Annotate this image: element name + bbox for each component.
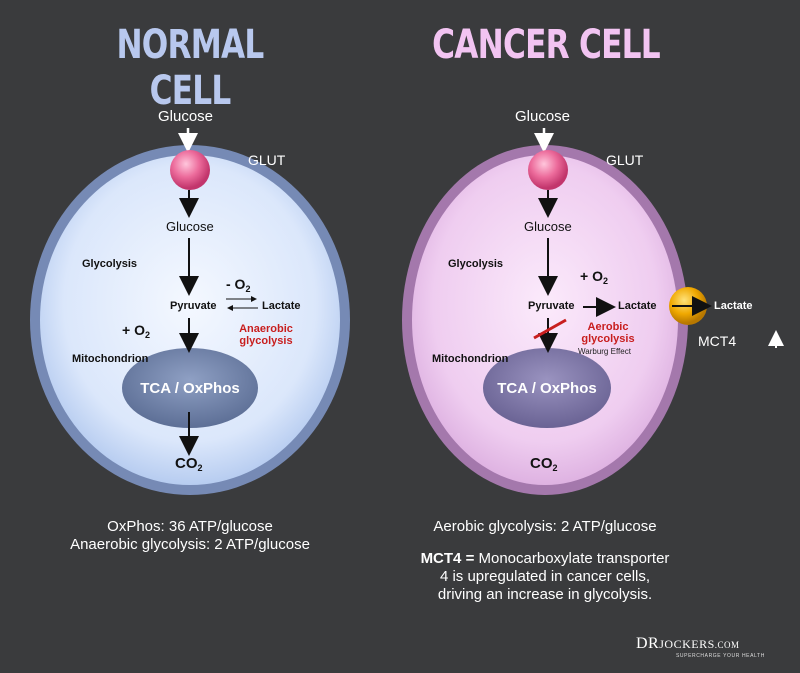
cancer-glycolysis-label: Glycolysis <box>448 258 504 270</box>
normal-glycolysis-label: Glycolysis <box>82 258 138 270</box>
normal-mitochondrion-label: Mitochondrion <box>72 353 149 365</box>
cancer-co2-label: CO2 <box>530 455 558 473</box>
cancer-mitochondrion-label: Mitochondrion <box>432 353 509 365</box>
normal-glut-transporter <box>170 150 210 190</box>
cancer-caption: Aerobic glycolysis: 2 ATP/glucose <box>433 518 657 535</box>
warburg-effect-label: Warburg Effect <box>578 347 631 356</box>
cancer-plus-o2-label: + O2 <box>580 268 608 286</box>
normal-co2-label: CO2 <box>175 455 203 473</box>
normal-caption: OxPhos: 36 ATP/glucose Anaerobic glycoly… <box>70 518 310 553</box>
cancer-glucose-input-label: Glucose <box>515 108 571 125</box>
normal-lactate-label: Lactate <box>262 300 301 312</box>
normal-mitochondrion <box>122 348 258 428</box>
normal-tca-label: TCA / OxPhos <box>140 380 240 397</box>
cancer-glut-transporter <box>528 150 568 190</box>
mct4-label: MCT4 <box>698 333 737 349</box>
cancer-cell-body <box>412 155 678 485</box>
normal-glut-label: GLUT <box>248 152 286 168</box>
cancer-pyruvate-label: Pyruvate <box>528 300 575 312</box>
normal-glucose-input-label: Glucose <box>158 108 214 125</box>
mct4-description: MCT4 = Monocarboxylate transporter 4 is … <box>420 550 670 603</box>
normal-minus-o2-label: - O2 <box>226 276 251 294</box>
cancer-glut-label: GLUT <box>606 152 644 168</box>
cancer-lactate-label: Lactate <box>618 300 657 312</box>
normal-pyruvate-label: Pyruvate <box>170 300 217 312</box>
cancer-cell-title: CANCER CELL <box>432 22 660 68</box>
drjockers-logo: DRJOCKERS.COM SUPERCHARGE YOUR HEALTH <box>636 635 765 660</box>
blocked-path-slash <box>533 318 567 340</box>
cancer-lactate-out-label: Lactate <box>714 300 753 312</box>
cancer-mitochondrion <box>483 348 611 428</box>
cancer-glucose-label: Glucose <box>524 219 572 234</box>
normal-cell-title: NORMAL CELL <box>116 22 264 114</box>
cancer-tca-label: TCA / OxPhos <box>497 380 597 397</box>
normal-plus-o2-label: + O2 <box>122 322 150 340</box>
normal-glucose-label: Glucose <box>166 219 214 234</box>
